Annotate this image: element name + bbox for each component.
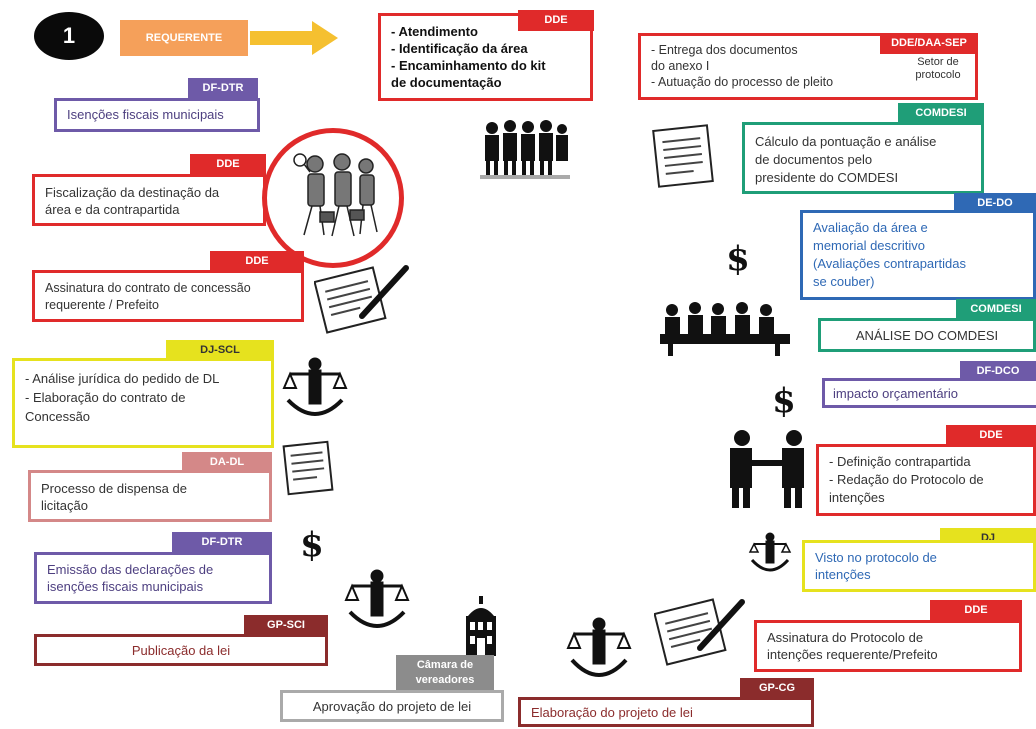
node-elaboracao-projeto: Elaboração do projeto de lei xyxy=(518,697,814,727)
requerente-label: REQUERENTE xyxy=(145,32,223,44)
node-analise-comdesi: ANÁLISE DO COMDESI xyxy=(818,318,1036,352)
tag-avaliacao: DE-DO xyxy=(954,193,1036,214)
dollar-icon: $ xyxy=(712,228,764,290)
node-emissao: Emissão das declarações de isenções fisc… xyxy=(34,552,272,604)
people-group-icon xyxy=(480,120,570,179)
inspectors-icon xyxy=(293,153,378,237)
tag-entrega: DDE/DAA-SEP xyxy=(880,33,978,54)
signed-contract-icon xyxy=(654,598,745,666)
dollar-icon: $ xyxy=(286,514,338,576)
city-hall-icon xyxy=(466,596,496,656)
node-dispensa: Processo de dispensa de licitação xyxy=(28,470,272,522)
tag-impacto: DF-DCO xyxy=(960,361,1036,382)
step-number: 1 xyxy=(62,23,76,48)
node-fiscalizacao: Fiscalização da destinação da área e da … xyxy=(32,174,266,226)
tag-analise-comdesi: COMDESI xyxy=(956,299,1036,320)
node-avaliacao: Avaliação da área e memorial descritivo … xyxy=(800,210,1036,300)
node-juridica: - Análise jurídica do pedido de DL - Ela… xyxy=(12,358,274,448)
node-calculo: Cálculo da pontuação e análise de docume… xyxy=(742,122,984,194)
arrow-right-icon xyxy=(250,21,338,55)
node-aprovacao: Aprovação do projeto de lei xyxy=(280,690,504,722)
requerente-box: REQUERENTE xyxy=(120,20,248,56)
entrega-side-note: Setor de protocolo xyxy=(915,56,961,81)
node-impacto: impacto orçamentário xyxy=(822,378,1036,408)
justice-icon xyxy=(566,617,632,677)
tag-aprovacao: Câmara de vereadores xyxy=(396,655,494,691)
tag-juridica: DJ-SCL xyxy=(166,340,274,361)
tag-assinatura-protocolo: DDE xyxy=(930,600,1022,621)
signed-contract-icon xyxy=(314,265,409,334)
justice-icon xyxy=(748,532,792,572)
tag-calculo: COMDESI xyxy=(898,103,984,124)
tag-atendimento: DDE xyxy=(518,10,594,31)
document-icon xyxy=(282,440,334,496)
node-isencoes: Isenções fiscais municipais xyxy=(54,98,260,132)
meeting-table-icon xyxy=(660,302,790,356)
step-number-badge: 1 xyxy=(34,12,104,60)
node-assinatura-contrato: Assinatura do contrato de concessão requ… xyxy=(32,270,304,322)
node-visto: Visto no protocolo de intenções xyxy=(802,540,1036,592)
tag-definicao: DDE xyxy=(946,425,1036,446)
node-assinatura-protocolo: Assinatura do Protocolo de intenções req… xyxy=(754,620,1022,672)
node-definicao: - Definição contrapartida - Redação do P… xyxy=(816,444,1036,516)
tag-assinatura-contrato: DDE xyxy=(210,251,304,272)
tag-isencoes: DF-DTR xyxy=(188,78,258,99)
inspection-circle xyxy=(262,128,404,268)
document-icon xyxy=(652,124,714,188)
tag-publicacao: GP-SCI xyxy=(244,615,328,636)
tag-elaboracao-projeto: GP-CG xyxy=(740,678,814,699)
tag-emissao: DF-DTR xyxy=(172,532,272,553)
dollar-icon: $ xyxy=(758,370,810,432)
tag-fiscalizacao: DDE xyxy=(190,154,266,175)
node-publicacao: Publicação da lei xyxy=(34,634,328,666)
justice-icon xyxy=(282,357,348,416)
handshake-icon xyxy=(730,430,804,508)
tag-dispensa: DA-DL xyxy=(182,452,272,473)
justice-icon xyxy=(344,569,410,628)
